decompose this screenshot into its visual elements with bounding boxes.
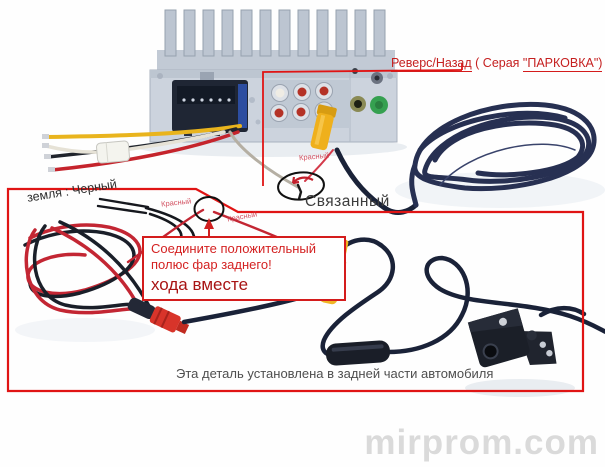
camera-screw — [526, 330, 537, 341]
fuse-holder — [96, 140, 130, 164]
wire-white — [122, 130, 226, 152]
bottom-caption: Эта деталь установлена в задней части ав… — [176, 366, 494, 381]
harness-connector — [172, 72, 248, 136]
annotation-leader-line — [262, 69, 463, 186]
note-box: Соедините положительный полюс фар заднег… — [142, 236, 346, 301]
headunit-cables — [304, 147, 419, 215]
annotations-layer — [6, 63, 585, 393]
rear-camera — [467, 308, 557, 368]
wire-white-2 — [44, 144, 104, 154]
rca-jack-red-2 — [315, 82, 333, 100]
wire-yellow — [44, 124, 242, 139]
yellow-rca-plug-headunit — [310, 104, 337, 151]
camera-bracket — [518, 330, 557, 366]
rca-jacks — [264, 80, 350, 128]
gray-wire — [228, 130, 300, 189]
rca-jack-red-1 — [293, 83, 311, 101]
reverse-label-part3: "ПАРКОВКА") — [522, 56, 603, 72]
head-unit — [149, 9, 398, 143]
rca-jack-red-4 — [292, 103, 310, 121]
tied-label: Связанный — [305, 193, 390, 210]
rca-jack-white — [271, 84, 289, 102]
annotation-box-large — [6, 187, 585, 393]
harness-wires — [42, 124, 303, 201]
rear-ports — [350, 68, 388, 114]
reverse-parking-label: Реверс/Назад ( Серая "ПАРКОВКА") — [391, 56, 603, 72]
thin-red-wire-top — [304, 149, 334, 182]
note-line-2: полюс фар заднего! — [151, 257, 272, 273]
video-cable-top — [334, 147, 419, 215]
ferrite-bead — [325, 340, 391, 366]
junction-circle-bottom — [193, 196, 225, 222]
reverse-label-part2: ( Серая — [471, 56, 523, 70]
wire-red — [50, 130, 240, 172]
junction-circle-top — [277, 171, 325, 201]
note-line-3: хода вместе — [151, 274, 249, 294]
cable-coil — [409, 101, 597, 208]
reverse-label-part1: Реверс/Назад — [391, 56, 472, 72]
watermark: mirprom.com — [364, 423, 599, 462]
rca-jack-red-3 — [270, 104, 288, 122]
camera-lens — [482, 343, 499, 360]
heatsink — [157, 9, 395, 74]
gray-wire-pin — [296, 183, 303, 201]
note-line-1: Соедините положительный — [151, 241, 317, 256]
red-rca-plug — [127, 297, 190, 335]
wire-end-terminals — [42, 134, 55, 172]
red-hook-arrow — [292, 176, 314, 184]
